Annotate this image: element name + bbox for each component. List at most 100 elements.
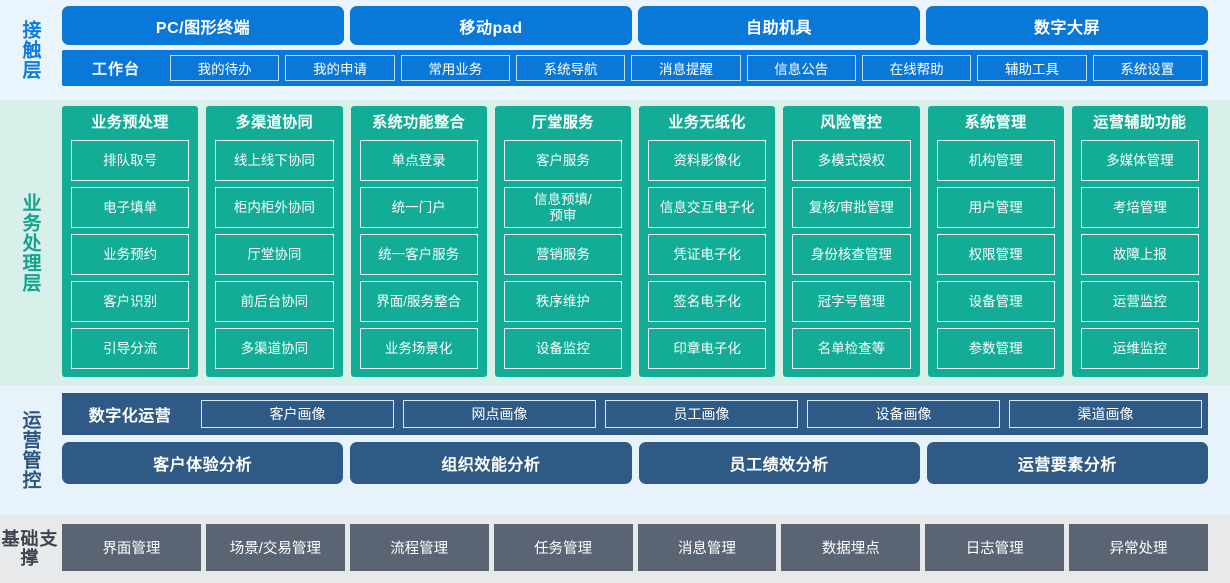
- business-column-title: 厅堂服务: [531, 114, 594, 131]
- business-item[interactable]: 柜内柜外协同: [215, 187, 334, 228]
- business-item[interactable]: 签名电子化: [648, 281, 767, 322]
- business-item[interactable]: 权限管理: [936, 234, 1055, 275]
- workbench-item-my-application[interactable]: 我的申请: [285, 55, 395, 81]
- business-item[interactable]: 秩序维护: [503, 281, 622, 322]
- workbench-item-announcement[interactable]: 信息公告: [746, 55, 856, 81]
- channel-button-mobile-pad[interactable]: 移动pad: [350, 6, 632, 45]
- contact-layer-label: 接触层: [19, 20, 41, 80]
- business-layer-label: 业务处理层: [19, 192, 41, 293]
- business-item[interactable]: 故障上报: [1080, 234, 1199, 275]
- digital-operations-title: 数字化运营: [88, 408, 172, 425]
- business-item[interactable]: 机构管理: [936, 140, 1055, 181]
- business-item[interactable]: 电子填单: [71, 187, 190, 228]
- workbench-item-utilities[interactable]: 辅助工具: [977, 55, 1087, 81]
- workbench-item-system-navigation[interactable]: 系统导航: [515, 55, 626, 81]
- business-item[interactable]: 资料影像化: [648, 140, 767, 181]
- foundation-item-data-tracking[interactable]: 数据埋点: [781, 524, 921, 571]
- channel-button-self-service[interactable]: 自助机具: [638, 6, 920, 45]
- portrait-employee[interactable]: 员工画像: [605, 400, 798, 428]
- business-item[interactable]: 客户识别: [71, 281, 190, 322]
- business-column-title: 风险管控: [820, 114, 883, 131]
- portrait-device[interactable]: 设备画像: [807, 400, 1000, 428]
- business-layer-body: 业务预处理 排队取号 电子填单 业务预约 客户识别 引导分流 多渠道协同 线上线…: [60, 100, 1230, 385]
- analysis-organization-efficiency[interactable]: 组织效能分析: [350, 442, 632, 484]
- business-item[interactable]: 运维监控: [1080, 328, 1199, 369]
- business-item[interactable]: 厅堂协同: [215, 234, 334, 275]
- business-item[interactable]: 参数管理: [936, 328, 1055, 369]
- business-column-title: 业务无纸化: [668, 114, 746, 131]
- analysis-customer-experience[interactable]: 客户体验分析: [62, 442, 344, 484]
- business-column-title: 运营辅助功能: [1093, 114, 1187, 131]
- operations-layer-label: 运营管控: [19, 410, 41, 490]
- business-item[interactable]: 印章电子化: [648, 328, 767, 369]
- business-item[interactable]: 引导分流: [71, 328, 190, 369]
- business-item[interactable]: 单点登录: [359, 140, 478, 181]
- business-item[interactable]: 用户管理: [936, 187, 1055, 228]
- portrait-channel[interactable]: 渠道画像: [1009, 400, 1202, 428]
- foundation-item-ui-management[interactable]: 界面管理: [62, 524, 201, 571]
- business-item[interactable]: 运营监控: [1080, 281, 1199, 322]
- business-item[interactable]: 设备管理: [936, 281, 1055, 322]
- workbench-item-my-todo[interactable]: 我的待办: [170, 55, 280, 81]
- foundation-item-task-management[interactable]: 任务管理: [493, 524, 633, 571]
- operations-layer: 运营管控 数字化运营 客户画像 网点画像 员工画像 设备画像 渠道画像 客户体验…: [0, 385, 1230, 515]
- business-column-paperless: 业务无纸化 资料影像化 信息交互电子化 凭证电子化 签名电子化 印章电子化: [639, 106, 776, 377]
- business-item[interactable]: 复核/审批管理: [792, 187, 911, 228]
- business-item[interactable]: 信息交互电子化: [648, 187, 767, 228]
- business-item[interactable]: 营销服务: [503, 234, 622, 275]
- business-item[interactable]: 前后台协同: [215, 281, 334, 322]
- business-column-title: 多渠道协同: [235, 114, 314, 131]
- foundation-item-exception-handling[interactable]: 异常处理: [1069, 524, 1208, 571]
- business-item[interactable]: 多媒体管理: [1080, 140, 1199, 181]
- analysis-row: 客户体验分析 组织效能分析 员工绩效分析 运营要素分析: [62, 442, 1208, 484]
- business-item[interactable]: 名单检查等: [792, 328, 911, 369]
- business-item[interactable]: 信息预填/ 预审: [503, 187, 622, 228]
- channel-button-digital-screen[interactable]: 数字大屏: [926, 6, 1208, 45]
- contact-layer-body: PC/图形终端 移动pad 自助机具 数字大屏 工作台 我的待办 我的申请 常用…: [60, 0, 1230, 100]
- workbench-item-common-business[interactable]: 常用业务: [400, 55, 510, 81]
- business-item[interactable]: 业务预约: [71, 234, 190, 275]
- channel-button-pc[interactable]: PC/图形终端: [62, 6, 344, 45]
- foundation-item-process-management[interactable]: 流程管理: [349, 524, 489, 571]
- business-column-lobby-service: 厅堂服务 客户服务 信息预填/ 预审 营销服务 秩序维护 设备监控: [494, 106, 631, 377]
- workbench-item-system-settings[interactable]: 系统设置: [1092, 55, 1202, 81]
- business-item[interactable]: 界面/服务整合: [359, 281, 478, 322]
- digital-operations-row: 数字化运营 客户画像 网点画像 员工画像 设备画像 渠道画像: [62, 393, 1208, 435]
- portrait-customer[interactable]: 客户画像: [201, 400, 394, 428]
- channel-row: PC/图形终端 移动pad 自助机具 数字大屏: [62, 6, 1208, 45]
- business-item[interactable]: 排队取号: [71, 140, 190, 181]
- business-item[interactable]: 线上线下协同: [215, 140, 334, 181]
- business-layer: 业务处理层 业务预处理 排队取号 电子填单 业务预约 客户识别 引导分流 多渠道…: [0, 100, 1230, 385]
- business-item[interactable]: 客户服务: [503, 140, 622, 181]
- portrait-branch[interactable]: 网点画像: [403, 400, 596, 428]
- business-item[interactable]: 冠字号管理: [792, 281, 911, 322]
- business-item[interactable]: 考培管理: [1080, 187, 1199, 228]
- business-item[interactable]: 身份核查管理: [792, 234, 911, 275]
- foundation-layer-label: 基础支撑: [1, 529, 59, 568]
- business-column-system-management: 系统管理 机构管理 用户管理 权限管理 设备管理 参数管理: [927, 106, 1064, 377]
- business-column-title: 系统管理: [964, 114, 1027, 131]
- workbench-item-online-help[interactable]: 在线帮助: [861, 55, 972, 81]
- foundation-item-log-management[interactable]: 日志管理: [925, 524, 1065, 571]
- business-item[interactable]: 多模式授权: [792, 140, 911, 181]
- business-item[interactable]: 多渠道协同: [215, 328, 334, 369]
- business-item[interactable]: 统一门户: [359, 187, 478, 228]
- analysis-operation-factors[interactable]: 运营要素分析: [926, 442, 1208, 484]
- analysis-employee-performance[interactable]: 员工绩效分析: [638, 442, 920, 484]
- foundation-item-message-management[interactable]: 消息管理: [637, 524, 777, 571]
- business-item[interactable]: 统一客户服务: [359, 234, 478, 275]
- business-column-title: 系统功能整合: [372, 114, 466, 131]
- foundation-layer: 基础支撑 界面管理 场景/交易管理 流程管理 任务管理 消息管理 数据埋点 日志…: [0, 515, 1230, 583]
- foundation-item-scenario-transaction-management[interactable]: 场景/交易管理: [205, 524, 345, 571]
- business-column-preprocessing: 业务预处理 排队取号 电子填单 业务预约 客户识别 引导分流: [62, 106, 199, 377]
- workbench-item-message-reminder[interactable]: 消息提醒: [631, 55, 741, 81]
- business-item[interactable]: 凭证电子化: [648, 234, 767, 275]
- business-column-multichannel: 多渠道协同 线上线下协同 柜内柜外协同 厅堂协同 前后台协同 多渠道协同: [206, 106, 343, 377]
- business-item[interactable]: 业务场景化: [359, 328, 478, 369]
- business-item[interactable]: 设备监控: [503, 328, 622, 369]
- business-column-risk-control: 风险管控 多模式授权 复核/审批管理 身份核查管理 冠字号管理 名单检查等: [783, 106, 920, 377]
- business-column-title: 业务预处理: [91, 114, 169, 131]
- business-column-operation-support: 运营辅助功能 多媒体管理 考培管理 故障上报 运营监控 运维监控: [1071, 106, 1208, 377]
- workbench-row: 工作台 我的待办 我的申请 常用业务 系统导航 消息提醒 信息公告 在线帮助 辅…: [62, 50, 1208, 86]
